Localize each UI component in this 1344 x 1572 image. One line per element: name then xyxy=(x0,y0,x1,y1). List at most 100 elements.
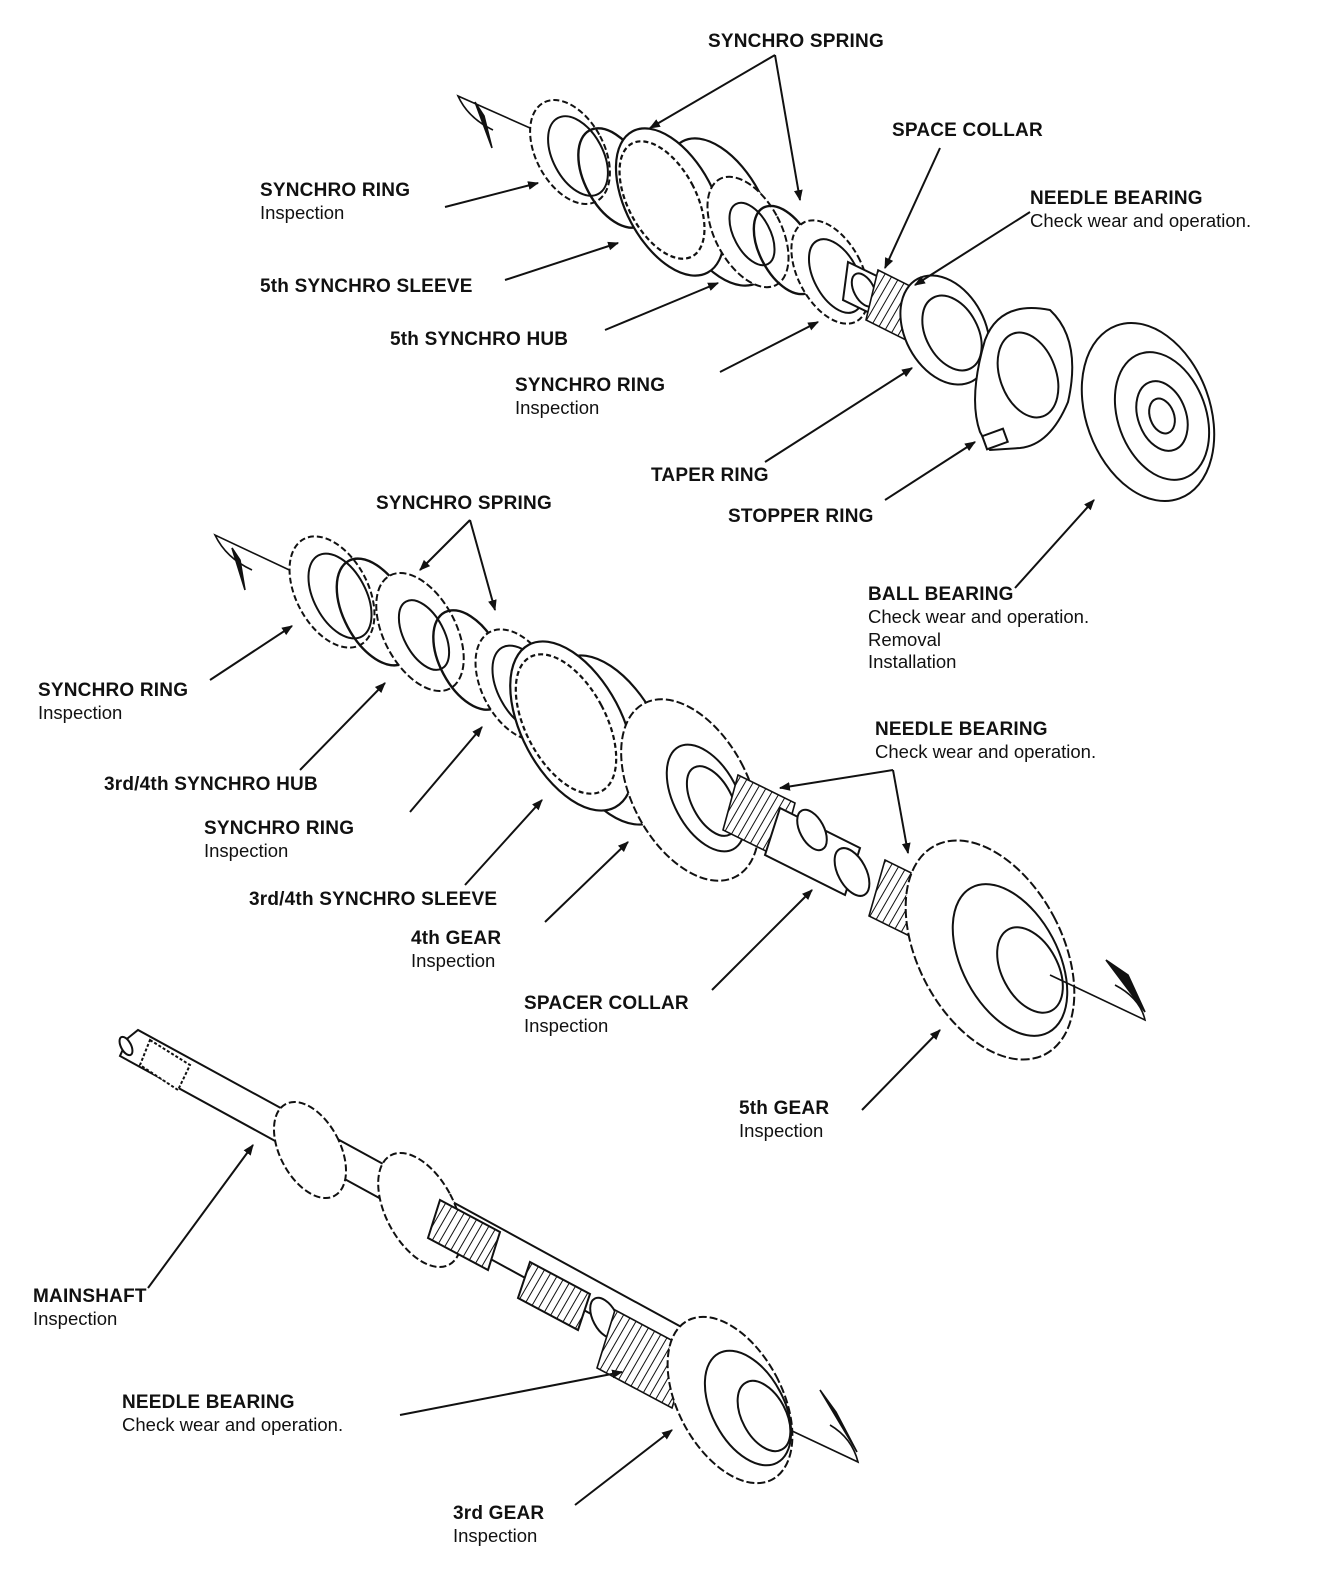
label-name: NEEDLE BEARING xyxy=(1030,188,1203,209)
label-stopper-ring: STOPPER RING xyxy=(728,505,874,528)
label-fourth-gear: 4th GEAR Inspection xyxy=(411,927,501,973)
label-name: 5th SYNCHRO SLEEVE xyxy=(260,276,473,297)
fourth-gear-shape xyxy=(620,698,760,882)
top-axis-arrow xyxy=(456,94,531,149)
label-taper-ring: TAPER RING xyxy=(651,464,769,487)
label-note: Check wear and operation. xyxy=(868,606,1090,628)
label-third-fourth-synchro-sleeve: 3rd/4th SYNCHRO SLEEVE xyxy=(249,888,497,911)
label-space-collar: SPACE COLLAR xyxy=(892,119,1043,142)
taper-ring-shape xyxy=(899,274,991,386)
label-synchro-spring-top: SYNCHRO SPRING xyxy=(708,30,884,53)
bottom-needle-bearing-shape xyxy=(596,1308,691,1410)
leader-fifth-gear xyxy=(861,1029,941,1111)
label-note-installation: Installation xyxy=(868,651,957,673)
label-name: SYNCHRO RING xyxy=(515,375,666,396)
label-synchro-ring-mid: SYNCHRO RING Inspection xyxy=(204,817,354,863)
leader-synchro-spring-mid-a xyxy=(419,519,471,571)
label-ball-bearing: BALL BEARING Check wear and operation. R… xyxy=(868,583,1089,674)
leader-needle-bearing-bottom xyxy=(399,1369,624,1416)
fifth-synchro-hub-shape xyxy=(706,175,790,289)
label-name: SYNCHRO SPRING xyxy=(708,31,884,52)
leader-needle-bearing-mid-b xyxy=(892,769,911,855)
label-needle-bearing-top: NEEDLE BEARING Check wear and operation. xyxy=(1030,187,1251,233)
mid-synchro-ring-left xyxy=(288,535,376,649)
label-note: Inspection xyxy=(260,202,345,224)
leader-fifth-synchro-sleeve xyxy=(504,241,620,281)
label-note-removal: Removal xyxy=(868,628,941,650)
label-third-gear: 3rd GEAR Inspection xyxy=(453,1502,544,1548)
label-note: Inspection xyxy=(524,1015,609,1037)
label-note: Inspection xyxy=(515,397,600,419)
label-name: SPACER COLLAR xyxy=(524,993,689,1014)
label-synchro-ring-top-mid: SYNCHRO RING Inspection xyxy=(515,374,665,420)
label-name: 3rd GEAR xyxy=(453,1503,545,1524)
leader-third-fourth-sleeve xyxy=(464,799,543,886)
mid-axis-arrow xyxy=(213,533,301,591)
stopper-ring-shape xyxy=(974,307,1074,452)
label-fifth-gear: 5th GEAR Inspection xyxy=(739,1097,829,1143)
label-name: NEEDLE BEARING xyxy=(875,719,1048,740)
label-name: TAPER RING xyxy=(651,465,769,486)
label-name: SYNCHRO RING xyxy=(204,818,355,839)
label-third-fourth-synchro-hub: 3rd/4th SYNCHRO HUB xyxy=(104,773,318,796)
fifth-gear-shape xyxy=(904,839,1076,1061)
leader-fifth-synchro-hub xyxy=(604,282,720,331)
label-note: Inspection xyxy=(204,840,289,862)
label-synchro-spring-mid: SYNCHRO SPRING xyxy=(376,492,552,515)
leader-needle-bearing-top xyxy=(914,211,1031,286)
label-fifth-synchro-hub: 5th SYNCHRO HUB xyxy=(390,328,568,351)
label-note: Inspection xyxy=(38,702,123,724)
label-synchro-ring-mid-left: SYNCHRO RING Inspection xyxy=(38,679,188,725)
label-note: Check wear and operation. xyxy=(875,741,1097,763)
label-name: 5th GEAR xyxy=(739,1098,830,1119)
third-gear-shape xyxy=(666,1315,794,1485)
leader-space-collar xyxy=(884,147,941,269)
label-note: Inspection xyxy=(739,1120,824,1142)
label-name: SYNCHRO RING xyxy=(38,680,189,701)
leader-synchro-spring-mid-b xyxy=(469,519,497,612)
label-name: STOPPER RING xyxy=(728,506,874,527)
label-name: BALL BEARING xyxy=(868,584,1014,605)
leader-fourth-gear xyxy=(544,841,629,923)
label-mainshaft: MAINSHAFT Inspection xyxy=(33,1285,147,1331)
label-name: 3rd/4th SYNCHRO HUB xyxy=(104,774,318,795)
label-note: Inspection xyxy=(33,1308,118,1330)
leader-third-fourth-hub xyxy=(299,682,386,771)
label-name: SYNCHRO RING xyxy=(260,180,411,201)
leader-mainshaft xyxy=(147,1144,254,1289)
leader-spacer-collar xyxy=(711,889,813,991)
label-name: SYNCHRO SPRING xyxy=(376,493,552,514)
leader-stopper-ring xyxy=(884,441,976,501)
spacer-collar-shape xyxy=(763,806,871,897)
leader-synchro-ring-mid xyxy=(409,726,483,813)
leader-needle-bearing-mid-a xyxy=(778,769,894,791)
ball-bearing-shape xyxy=(1080,321,1216,503)
label-synchro-ring-top-left: SYNCHRO RING Inspection xyxy=(260,179,410,225)
label-note: Inspection xyxy=(453,1525,538,1547)
label-note: Check wear and operation. xyxy=(122,1414,344,1436)
label-needle-bearing-bottom: NEEDLE BEARING Check wear and operation. xyxy=(122,1391,343,1437)
mid-axis-arrow-right xyxy=(1049,959,1147,1022)
leader-ball-bearing xyxy=(1014,499,1095,589)
label-name: 5th SYNCHRO HUB xyxy=(390,329,569,350)
label-note: Check wear and operation. xyxy=(1030,210,1252,232)
label-name: SPACE COLLAR xyxy=(892,120,1043,141)
label-name: NEEDLE BEARING xyxy=(122,1392,295,1413)
third-fourth-hub-shape xyxy=(375,572,465,692)
bottom-axis-arrow xyxy=(789,1389,860,1464)
mainshaft-shape xyxy=(118,1028,762,1402)
label-name: 4th GEAR xyxy=(411,928,502,949)
leader-synchro-spring-top-a xyxy=(649,54,776,129)
leader-synchro-ring-top-mid xyxy=(719,321,819,373)
leader-lines xyxy=(147,54,1095,1506)
label-note: Inspection xyxy=(411,950,496,972)
leader-synchro-ring-mid-left xyxy=(209,625,293,681)
label-name: 3rd/4th SYNCHRO SLEEVE xyxy=(249,889,498,910)
fifth-synchro-sleeve-shape xyxy=(614,127,776,287)
label-fifth-synchro-sleeve: 5th SYNCHRO SLEEVE xyxy=(260,275,473,298)
leader-synchro-spring-top-b xyxy=(774,54,803,202)
leader-taper-ring xyxy=(764,367,913,463)
label-name: MAINSHAFT xyxy=(33,1286,147,1307)
